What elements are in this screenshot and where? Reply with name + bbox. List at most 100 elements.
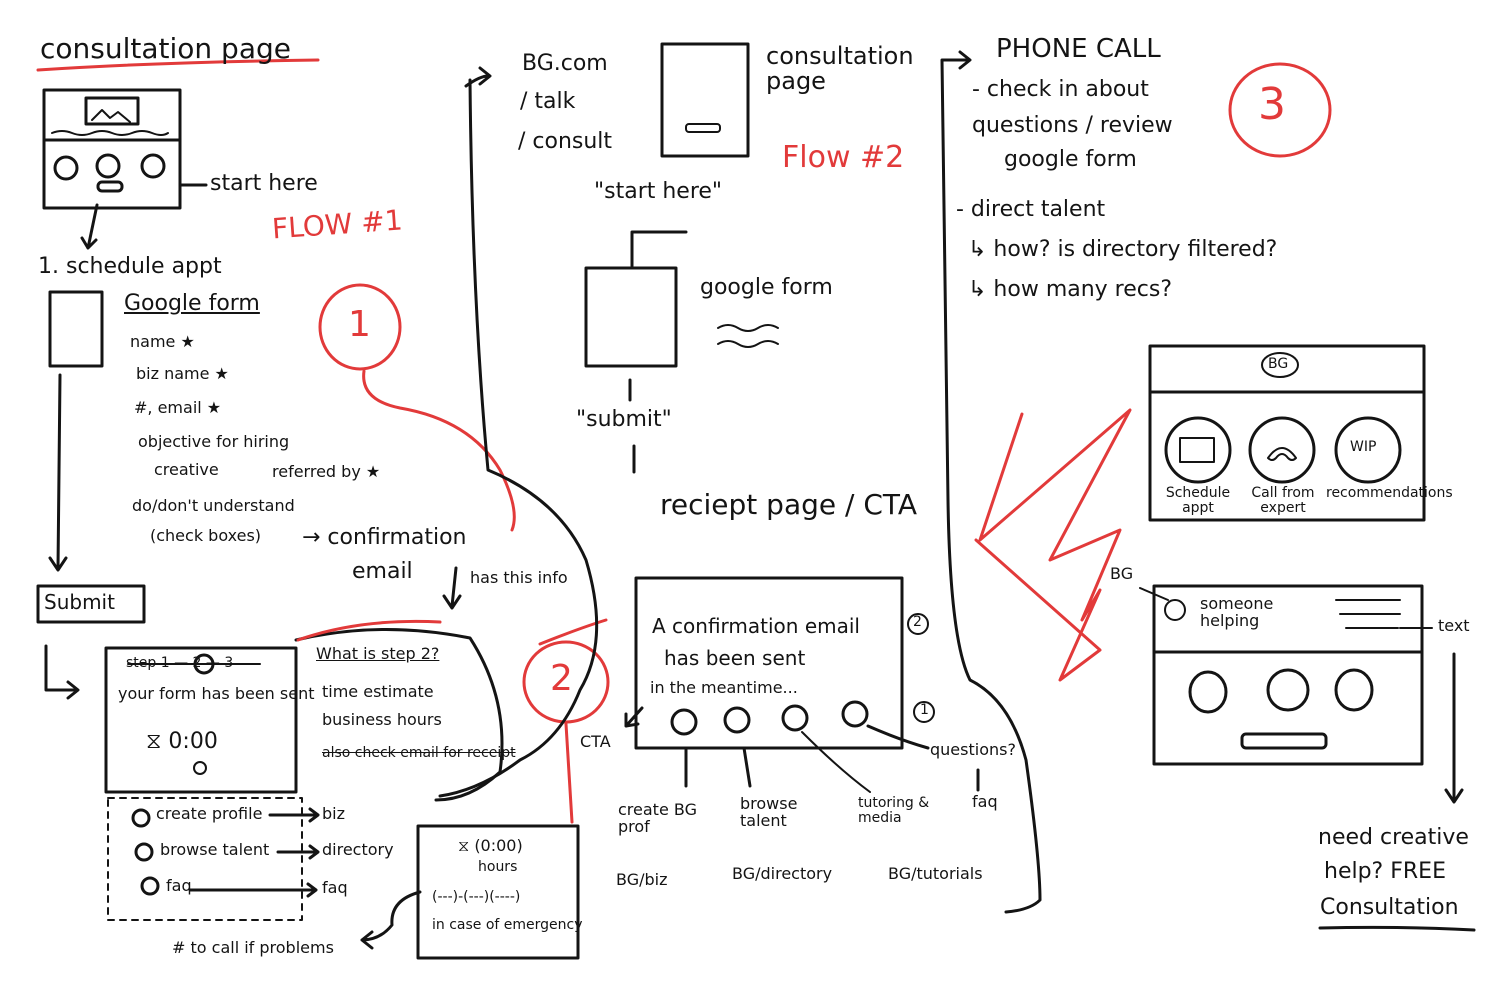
homepage-wireframe <box>1148 344 1426 522</box>
form-sent-text: your form has been sent <box>118 684 315 703</box>
submit-label: Submit <box>44 590 115 614</box>
helper-text: someone helping <box>1200 594 1274 630</box>
start-here-label: start here <box>210 171 318 196</box>
form-field-understand: do/don't understand <box>132 496 295 515</box>
form-field-contact: #, email ★ <box>134 398 222 417</box>
google-form-title: Google form <box>124 291 260 316</box>
cta-help-free: help? FREE <box>1324 859 1446 884</box>
dest-url-directory: BG/directory <box>732 864 833 883</box>
emergency-label: in case of emergency <box>432 917 583 933</box>
flow-2-label: Flow #2 <box>782 140 905 175</box>
form-field-name: name ★ <box>130 332 195 351</box>
step-1-circle <box>318 283 402 371</box>
step2-line-hours: business hours <box>322 710 442 729</box>
dest-tutoring-media: tutoring & media <box>858 795 930 826</box>
flow2-google-form-label: google form <box>700 275 833 300</box>
link-browse-talent: browse talent <box>160 840 270 859</box>
option-schedule-appt: Schedule appt <box>1165 485 1231 516</box>
note-directory-filtered: ↳ how? is directory filtered? <box>968 237 1278 262</box>
links-dashed-box <box>107 797 303 921</box>
cta-label: CTA <box>580 732 611 751</box>
note-questions: questions / review <box>972 113 1173 138</box>
call-expert-circle <box>1248 416 1316 484</box>
helper-wireframe <box>1152 584 1424 766</box>
step2-struck-text: also check email for receipt <box>322 745 516 761</box>
marker-1: 1 <box>920 702 929 718</box>
step-3-number: 3 <box>1258 79 1286 130</box>
recommendations-circle <box>1334 416 1402 484</box>
option-recommendations: recommendations <box>1326 485 1453 501</box>
step-3-circle <box>1228 62 1332 158</box>
consultation-wireframe <box>42 88 182 210</box>
receipt-title: reciept page / CTA <box>660 488 917 521</box>
note-how-many-recs: ↳ how many recs? <box>968 277 1173 302</box>
url-bg-com: BG.com <box>522 51 608 76</box>
url-talk: / talk <box>520 89 576 114</box>
note-check-in: - check in about <box>972 77 1149 102</box>
link-faq-dest: faq <box>322 878 348 897</box>
title-underline <box>36 58 320 72</box>
step2-bubble <box>294 628 504 802</box>
receipt-line-3: in the meantime... <box>650 678 798 697</box>
has-this-info-label: has this info <box>470 568 568 587</box>
flow2-page-label: consultation page <box>766 42 914 96</box>
text-label: text <box>1438 616 1470 635</box>
step2-heading: What is step 2? <box>316 644 440 663</box>
emergency-hours: hours <box>478 859 518 875</box>
dest-url-tutorials: BG/tutorials <box>888 864 983 883</box>
wireframe-hero-image <box>84 96 140 126</box>
email-label: email <box>352 559 413 584</box>
form-field-biz-name: biz name ★ <box>136 364 229 383</box>
step-1-number: 1 <box>348 304 371 345</box>
schedule-appt-circle <box>1164 416 1232 484</box>
dest-url-faq: faq <box>972 792 998 811</box>
step-2-circle <box>522 640 610 724</box>
receipt-line-1: A confirmation email <box>652 614 860 638</box>
marker-2: 2 <box>913 614 922 630</box>
dest-browse-talent: browse talent <box>740 794 798 830</box>
cta-consultation: Consultation <box>1320 895 1459 920</box>
step-indicator: step 1 — 2 — 3 <box>126 655 234 671</box>
timer-text: ⧖ 0:00 <box>146 729 218 754</box>
form-sent-wireframe <box>104 646 298 794</box>
flow2-start-here: "start here" <box>594 179 723 204</box>
divider-right <box>940 50 1042 914</box>
flow2-page-sketch <box>660 42 750 158</box>
link-biz: biz <box>322 804 345 823</box>
dest-questions: questions? <box>930 740 1016 759</box>
note-google-form: google form <box>1004 147 1137 172</box>
receipt-line-2: has been sent <box>664 646 806 670</box>
divider-left <box>438 66 599 798</box>
zigzag-connector <box>974 408 1132 682</box>
link-faq: faq <box>166 876 192 895</box>
emergency-timer: ⧖ (0:00) <box>458 836 523 855</box>
page-title: consultation page <box>40 32 291 65</box>
helper-bg-label: BG <box>1110 564 1134 583</box>
note-direct-talent: - direct talent <box>956 197 1106 222</box>
flow2-google-form-sketch <box>584 266 678 368</box>
dest-create-bg-prof: create BG prof <box>618 800 697 836</box>
step2-line-time: time estimate <box>322 682 434 701</box>
phone-call-title: PHONE CALL <box>996 34 1161 64</box>
cta-need-creative: need creative <box>1318 825 1469 850</box>
receipt-wireframe <box>634 576 904 750</box>
form-field-objective: objective for hiring <box>138 432 290 451</box>
form-field-referred: referred by ★ <box>272 462 381 481</box>
wip-label: WIP <box>1350 439 1377 455</box>
homepage-logo: BG <box>1268 356 1289 372</box>
form-field-checkboxes: (check boxes) <box>150 526 262 545</box>
submit-box <box>36 584 146 624</box>
flow2-submit-label: "submit" <box>576 407 672 432</box>
link-directory: directory <box>322 840 394 859</box>
schedule-appt-label: 1. schedule appt <box>38 254 222 279</box>
call-note: # to call if problems <box>172 938 334 957</box>
form-field-creative: creative <box>154 460 219 479</box>
google-form-sketch <box>48 290 104 368</box>
url-consult: / consult <box>518 129 613 154</box>
link-create-profile: create profile <box>156 804 263 823</box>
confirmation-label: → confirmation <box>302 525 467 550</box>
dest-url-biz: BG/biz <box>616 870 668 889</box>
emergency-phone: (---)-(---)(----) <box>432 889 521 905</box>
step-2-number: 2 <box>550 658 573 699</box>
